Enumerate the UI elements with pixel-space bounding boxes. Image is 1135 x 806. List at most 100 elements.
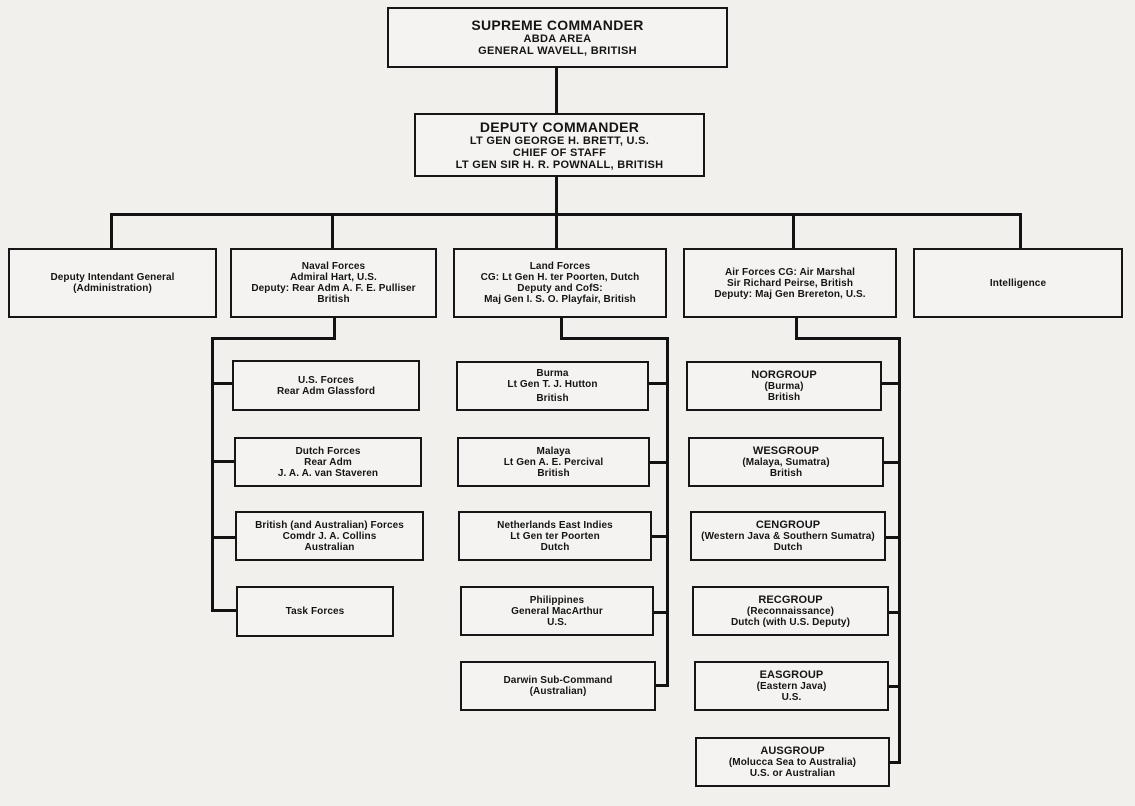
air-unit-box: AUSGROUP (Molucca Sea to Australia) U.S.… — [695, 737, 890, 787]
box-title: CENGROUP — [755, 518, 821, 531]
connector-naval-down — [333, 317, 336, 340]
connector-land-stub — [655, 684, 668, 687]
connector-land-spine — [666, 337, 669, 687]
box-line: Netherlands East Indies — [497, 519, 613, 531]
naval-unit-box: Task Forces — [236, 586, 394, 637]
box-line: Dutch — [540, 541, 570, 553]
box-line: General MacArthur — [511, 605, 603, 617]
connector-land — [555, 213, 558, 249]
land-unit-box: Netherlands East Indies Lt Gen ter Poort… — [458, 511, 652, 561]
naval-unit-box: U.S. Forces Rear Adm Glassford — [232, 360, 420, 411]
box-line: Philippines — [529, 594, 585, 606]
box-line: Comdr J. A. Collins — [282, 530, 377, 542]
box-line: Deputy: Maj Gen Brereton, U.S. — [714, 288, 866, 300]
box-line: Lt Gen A. E. Percival — [503, 456, 604, 468]
box-line: Maj Gen I. S. O. Playfair, British — [484, 294, 636, 305]
connector-intendant — [110, 213, 113, 249]
intendant-general-box: Deputy Intendant General (Administration… — [8, 248, 217, 318]
connector-naval-elbow — [211, 337, 336, 340]
land-forces-box: Land Forces CG: Lt Gen H. ter Poorten, D… — [453, 248, 667, 318]
box-title: DEPUTY COMMANDER — [479, 118, 640, 135]
naval-unit-box: British (and Australian) Forces Comdr J.… — [235, 511, 424, 561]
connector-land-stub — [648, 382, 668, 385]
box-line: Darwin Sub-Command — [503, 675, 613, 686]
land-unit-box: Darwin Sub-Command (Australian) — [460, 661, 656, 711]
connector-air-stub — [888, 685, 900, 688]
box-line: British — [317, 294, 350, 305]
connector-directorates-bar — [110, 213, 1022, 216]
box-line: Dutch — [773, 541, 803, 553]
connector-naval-stub — [211, 382, 233, 385]
connector-naval-stub — [211, 609, 237, 612]
box-title: NORGROUP — [751, 368, 817, 381]
connector-land-stub — [649, 461, 668, 464]
connector-naval-spine — [211, 337, 214, 612]
box-line: Deputy Intendant General — [50, 272, 175, 283]
box-line: CHIEF OF STAFF — [512, 146, 607, 159]
box-title: WESGROUP — [752, 444, 820, 457]
box-line: (Burma) — [764, 380, 804, 392]
connector-air-stub — [881, 382, 900, 385]
box-line: U.S. — [547, 616, 567, 628]
connector-naval-stub — [211, 536, 236, 539]
box-line: Sir Richard Peirse, British — [726, 277, 854, 289]
box-line: Australian — [304, 541, 355, 553]
box-line: British — [769, 467, 803, 479]
air-unit-box: EASGROUP (Eastern Java) U.S. — [694, 661, 889, 711]
box-line: (Malaya, Sumatra) — [742, 456, 830, 468]
box-line: GENERAL WAVELL, BRITISH — [478, 45, 637, 57]
intelligence-box: Intelligence — [913, 248, 1123, 318]
box-line: British (and Australian) Forces — [255, 519, 404, 531]
box-line: U.S. Forces — [297, 374, 355, 386]
box-line: (Reconnaissance) — [746, 605, 835, 617]
box-line: LT GEN SIR H. R. POWNALL, BRITISH — [455, 158, 664, 171]
box-line: (Molucca Sea to Australia) — [728, 756, 857, 768]
box-line: ABDA AREA — [523, 33, 592, 45]
naval-unit-box: Dutch Forces Rear Adm J. A. A. van Stave… — [234, 437, 422, 487]
box-line: (Western Java & Southern Sumatra) — [701, 530, 875, 542]
connector-air-stub — [889, 761, 900, 764]
land-unit-box: Burma Lt Gen T. J. Hutton British — [456, 361, 649, 411]
box-line: Rear Adm — [304, 456, 352, 468]
box-line: Deputy and CofS: — [517, 283, 603, 294]
connector-deputy-bar — [555, 176, 558, 216]
connector-supreme-deputy — [555, 67, 558, 114]
box-line: Task Forces — [285, 606, 345, 617]
box-line: Intelligence — [989, 277, 1047, 289]
box-title: EASGROUP — [759, 668, 824, 681]
deputy-commander-box: DEPUTY COMMANDER LT GEN GEORGE H. BRETT,… — [414, 113, 705, 177]
supreme-commander-box: SUPREME COMMANDER ABDA AREA GENERAL WAVE… — [387, 7, 728, 68]
box-line: Burma — [536, 368, 569, 379]
box-line: Air Forces CG: Air Marshal — [724, 266, 856, 278]
air-forces-box: Air Forces CG: Air Marshal Sir Richard P… — [683, 248, 897, 318]
box-line: Malaya — [536, 445, 571, 457]
box-line: British — [767, 391, 801, 403]
connector-air-down — [795, 317, 798, 340]
connector-air-stub — [888, 611, 900, 614]
air-unit-box: CENGROUP (Western Java & Southern Sumatr… — [690, 511, 886, 561]
connector-land-elbow — [560, 337, 668, 340]
connector-air-stub — [883, 461, 900, 464]
box-line: Naval Forces — [301, 261, 366, 272]
box-line: LT GEN GEORGE H. BRETT, U.S. — [469, 134, 650, 147]
box-line: Dutch Forces — [295, 445, 361, 457]
naval-forces-box: Naval Forces Admiral Hart, U.S. Deputy: … — [230, 248, 437, 318]
box-line: CG: Lt Gen H. ter Poorten, Dutch — [480, 272, 640, 283]
land-unit-box: Malaya Lt Gen A. E. Percival British — [457, 437, 650, 487]
box-line: U.S. or Australian — [749, 767, 836, 779]
box-title: RECGROUP — [758, 593, 823, 606]
connector-air-stub — [885, 536, 900, 539]
box-title: SUPREME COMMANDER — [471, 17, 644, 33]
box-line: (Eastern Java) — [756, 680, 827, 692]
box-line: (Administration) — [73, 283, 152, 294]
air-unit-box: NORGROUP (Burma) British — [686, 361, 882, 411]
connector-air-spine — [898, 337, 901, 764]
box-line: U.S. — [781, 691, 802, 703]
box-line: British — [537, 467, 570, 479]
connector-land-stub — [653, 611, 668, 614]
connector-naval-stub — [211, 460, 235, 463]
box-line: Lt Gen T. J. Hutton — [507, 379, 598, 390]
box-line: (Australian) — [529, 686, 587, 697]
box-line: Admiral Hart, U.S. — [290, 272, 377, 283]
connector-land-down — [560, 317, 563, 340]
